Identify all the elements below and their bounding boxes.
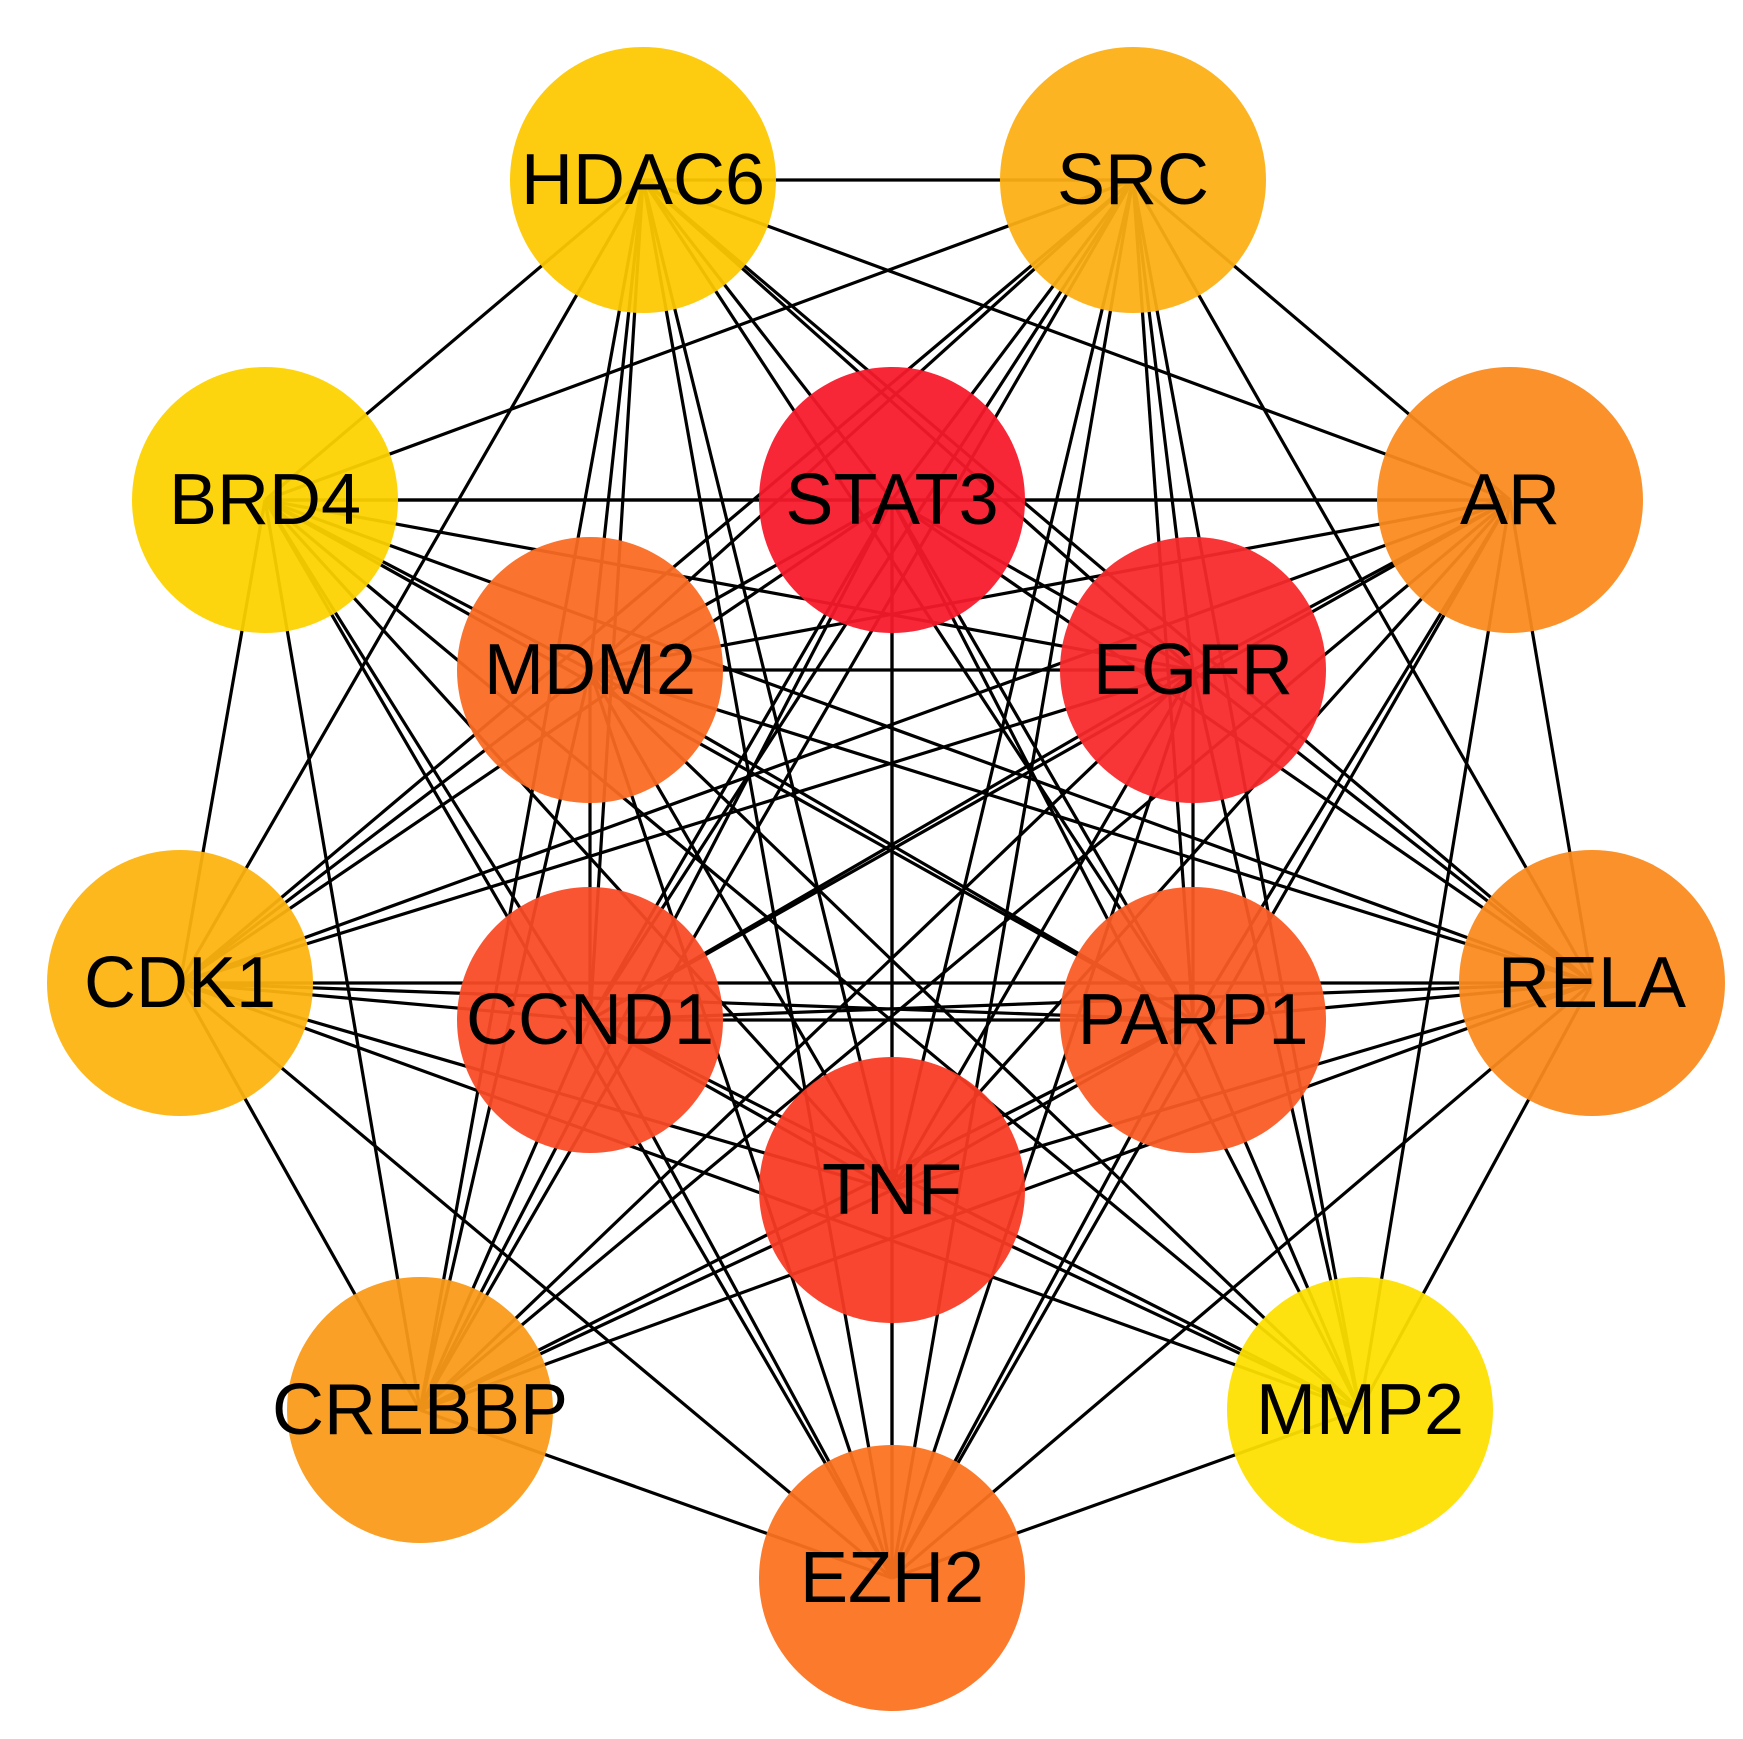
node-circle	[1060, 887, 1326, 1153]
edge-ar-mmp2	[1358, 499, 1512, 1411]
edge-cdk1-egfr	[179, 668, 1194, 985]
node-circle	[1377, 367, 1643, 633]
node-label: AR	[1460, 460, 1560, 540]
node-tnf: TNF	[759, 1057, 1025, 1323]
node-ar: AR	[1377, 367, 1643, 633]
edge-crebbp-brd4	[263, 499, 422, 1411]
node-label: CDK1	[84, 943, 276, 1023]
edge-brd4-tnf	[263, 498, 894, 1192]
edge-hdac6-ar	[642, 178, 1511, 502]
node-circle	[759, 367, 1025, 633]
node-circle	[47, 850, 313, 1116]
edge-ezh2-mdm2	[588, 669, 894, 1579]
edge-rela-ezh2	[890, 981, 1594, 1580]
node-rela: RELA	[1459, 850, 1725, 1116]
node-circle	[759, 1057, 1025, 1323]
edge-mmp2-brd4	[263, 498, 1362, 1412]
node-ezh2: EZH2	[759, 1445, 1025, 1711]
node-label: SRC	[1057, 140, 1209, 220]
node-label: TNF	[822, 1150, 962, 1230]
edge-hdac6-ezh2	[641, 179, 894, 1579]
node-hdac6: HDAC6	[510, 47, 776, 313]
edge-ar-tnf	[890, 498, 1512, 1192]
node-src: SRC	[1000, 47, 1266, 313]
node-mmp2: MMP2	[1227, 1277, 1493, 1543]
node-circle	[510, 47, 776, 313]
edge-ezh2-egfr	[890, 669, 1195, 1579]
node-egfr: EGFR	[1060, 537, 1326, 803]
node-label: RELA	[1498, 943, 1686, 1023]
edge-rela-mdm2	[589, 668, 1593, 985]
node-ccnd1: CCND1	[457, 887, 723, 1153]
node-parp1: PARP1	[1060, 887, 1326, 1153]
edge-src-tnf	[890, 179, 1135, 1191]
node-cdk1: CDK1	[47, 850, 313, 1116]
node-circle	[1000, 47, 1266, 313]
edge-brd4-parp1	[264, 498, 1194, 1022]
node-circle	[457, 887, 723, 1153]
node-circle	[132, 367, 398, 633]
node-circle	[759, 1445, 1025, 1711]
edge-hdac6-tnf	[641, 179, 894, 1191]
node-stat3: STAT3	[759, 367, 1025, 633]
node-label: HDAC6	[521, 140, 765, 220]
edge-src-brd4	[264, 178, 1134, 502]
node-label: EGFR	[1093, 630, 1293, 710]
node-crebbp: CREBBP	[272, 1277, 568, 1543]
node-label: MMP2	[1256, 1370, 1464, 1450]
node-label: CREBBP	[272, 1370, 568, 1450]
edge-ar-mdm2	[589, 498, 1511, 672]
node-circle	[1060, 537, 1326, 803]
node-label: BRD4	[169, 460, 361, 540]
node-label: CCND1	[466, 980, 714, 1060]
edge-brd4-egfr	[264, 498, 1194, 672]
node-circle	[1227, 1277, 1493, 1543]
node-circle	[457, 537, 723, 803]
edge-ar-crebbp	[418, 498, 1512, 1412]
node-label: STAT3	[785, 460, 998, 540]
node-label: MDM2	[484, 630, 696, 710]
node-mdm2: MDM2	[457, 537, 723, 803]
edge-ezh2-cdk1	[178, 981, 894, 1580]
node-label: EZH2	[800, 1538, 984, 1618]
edge-mmp2-mdm2	[588, 668, 1362, 1412]
node-circle	[1459, 850, 1725, 1116]
edge-src-rela	[1131, 179, 1594, 984]
node-circle	[287, 1277, 553, 1543]
edge-src-crebbp	[418, 179, 1135, 1411]
node-brd4: BRD4	[132, 367, 398, 633]
node-label: PARP1	[1078, 980, 1309, 1060]
edge-src-ezh2	[890, 179, 1135, 1579]
edge-rela-brd4	[264, 498, 1593, 985]
